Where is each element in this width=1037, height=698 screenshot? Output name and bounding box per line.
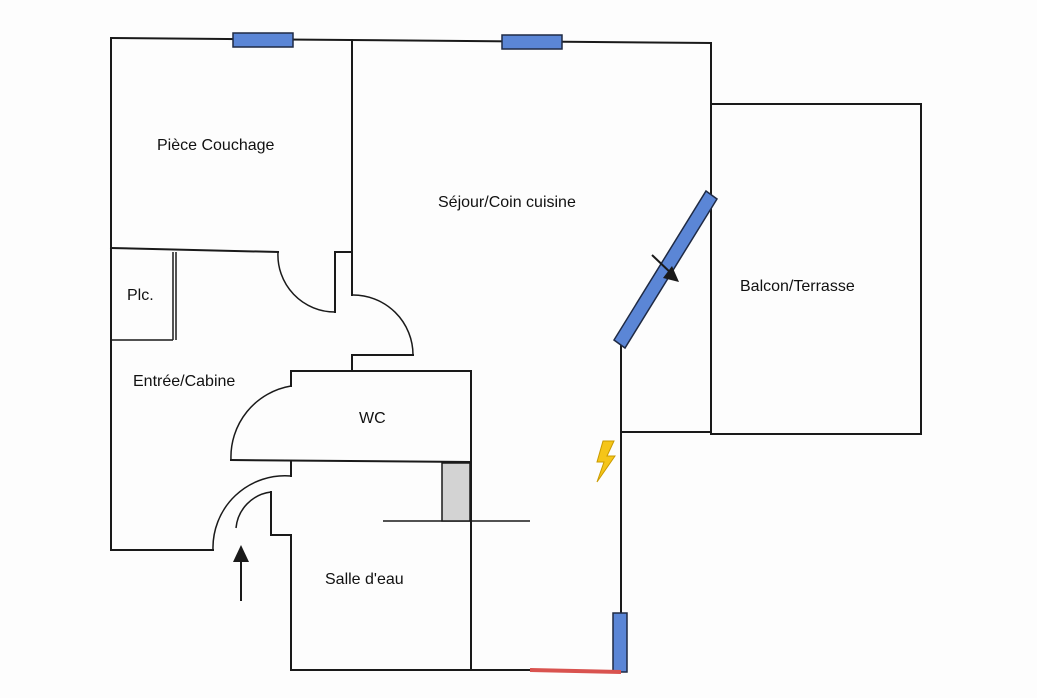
- wc-door-arc: [230, 385, 292, 461]
- living-door-arc: [351, 294, 414, 356]
- window-living: [501, 34, 563, 50]
- balcony-outline: [710, 103, 922, 435]
- window-lower-right: [612, 612, 628, 673]
- bedroom-door-arc: [277, 251, 336, 313]
- room-label-living: Séjour/Coin cuisine: [438, 194, 576, 211]
- room-label-balcony: Balcon/Terrasse: [740, 278, 855, 295]
- balcony-door-arrow-icon: [651, 254, 679, 282]
- room-label-entry: Entrée/Cabine: [133, 373, 236, 390]
- bathroom-door-arc: [235, 491, 272, 529]
- room-label-bedroom: Pièce Couchage: [157, 137, 275, 154]
- room-label-bathroom: Salle d'eau: [325, 571, 404, 588]
- shower-tray: [441, 462, 471, 522]
- entry-door-arc: [212, 475, 292, 551]
- electric-panel-icon: [596, 440, 616, 483]
- door-swings: [212, 251, 414, 551]
- wall-bedroom-bottom: [109, 246, 280, 254]
- window-balcony-door: [612, 189, 719, 350]
- wc-bottom: [229, 458, 473, 464]
- door-threshold: [529, 668, 622, 674]
- wall-top: [109, 36, 713, 45]
- window-bedroom: [232, 32, 294, 48]
- entrance-arrow-icon: [233, 545, 249, 601]
- room-label-wc: WC: [359, 410, 386, 427]
- windows: [232, 32, 719, 673]
- outer-walls: [109, 36, 713, 671]
- room-label-closet: Plc.: [127, 287, 154, 304]
- interior-walls: [109, 39, 530, 671]
